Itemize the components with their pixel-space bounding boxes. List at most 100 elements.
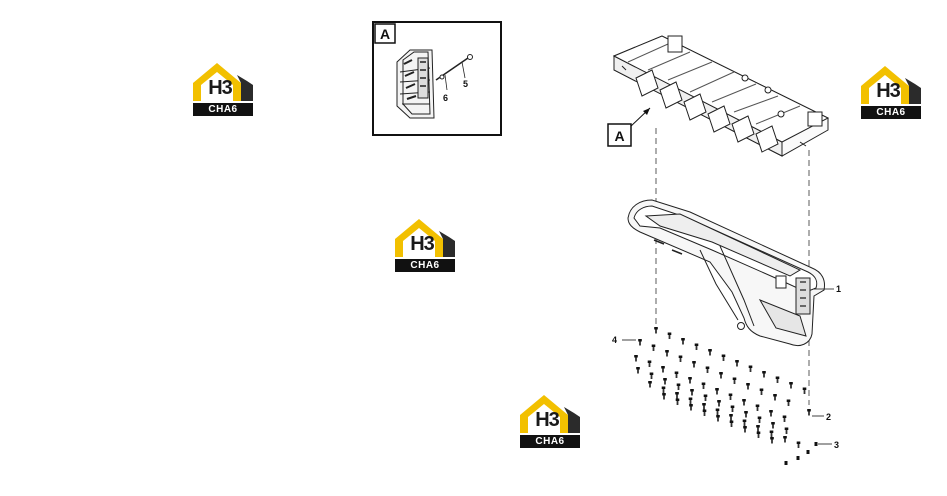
pan-bolt xyxy=(662,393,666,400)
callout-4: 4 xyxy=(612,335,617,345)
pan-bolt xyxy=(703,394,708,401)
pan-bolt xyxy=(715,408,720,415)
view-label: A xyxy=(614,128,624,144)
pan-bolt xyxy=(771,422,775,429)
pan-bolt xyxy=(729,420,734,427)
pan-bolt xyxy=(742,419,747,426)
logo-top-text: H3 xyxy=(208,77,233,99)
pan-bolt xyxy=(744,411,748,418)
logo-house-icon xyxy=(193,63,253,116)
pan-bolt xyxy=(802,387,807,394)
pan-bolts xyxy=(634,327,811,448)
pan-bolt xyxy=(783,436,787,443)
pan-bolt xyxy=(701,382,706,389)
pan-bolt xyxy=(756,431,761,438)
pan-bolt xyxy=(648,381,652,388)
pan-bolt xyxy=(782,415,787,422)
pan-bolt xyxy=(742,399,746,406)
pan-bolt xyxy=(661,386,666,393)
drain-plug xyxy=(784,461,788,465)
pan-bolt xyxy=(651,344,656,351)
pan-bolt xyxy=(721,354,726,361)
pan-bolt xyxy=(796,441,801,448)
detail-view-a: A 5 6 xyxy=(372,21,502,136)
logo-top-text: H3 xyxy=(535,409,560,431)
pan-bolt xyxy=(732,377,737,384)
bearing-ladder-frame xyxy=(612,35,830,157)
logo-bottom-text: CHA6 xyxy=(535,436,565,447)
callout-5: 5 xyxy=(463,79,468,89)
logo-bottom-text: CHA6 xyxy=(208,104,238,115)
pan-bolt xyxy=(678,355,683,362)
pan-bolt xyxy=(649,372,654,379)
callout-2: 2 xyxy=(826,412,831,422)
pan-bolt xyxy=(654,327,658,334)
pan-bolt xyxy=(769,430,774,437)
pan-bolt xyxy=(786,399,791,406)
drain-plug xyxy=(814,442,818,446)
pan-bolt xyxy=(715,388,719,395)
pan-bolt xyxy=(690,389,694,396)
pan-bolt xyxy=(755,404,760,411)
pan-bolt xyxy=(730,405,735,412)
pan-bolt xyxy=(663,378,667,385)
pan-bolt xyxy=(708,349,712,356)
callout-leaders xyxy=(622,288,834,445)
pan-bolt xyxy=(694,343,699,350)
pan-bolt xyxy=(681,338,685,345)
pan-bolt xyxy=(638,339,642,346)
pan-bolt xyxy=(729,414,733,421)
pan-bolt xyxy=(775,376,780,383)
pan-bolt xyxy=(762,371,766,378)
pan-bolt xyxy=(743,426,747,433)
pan-bolt xyxy=(688,397,693,404)
logo-top-text: H3 xyxy=(410,233,435,255)
pan-bolt xyxy=(634,355,638,362)
pan-bolt xyxy=(746,383,750,390)
pan-bolt xyxy=(769,410,773,417)
logo-house-icon xyxy=(520,395,580,448)
pan-bolt xyxy=(759,388,764,395)
callout-6: 6 xyxy=(443,93,448,103)
pan-bolt xyxy=(688,377,692,384)
pan-bolt xyxy=(756,425,760,432)
detail-label-box xyxy=(374,23,396,44)
pan-bolt xyxy=(702,403,706,410)
logo-house-icon xyxy=(395,219,455,272)
pan-bolt xyxy=(636,367,640,374)
logo-house-icon xyxy=(861,66,921,119)
oil-pan xyxy=(627,199,825,347)
pan-bolt xyxy=(735,360,739,367)
pan-bolt xyxy=(674,371,679,378)
pan-bolt xyxy=(676,383,681,390)
pan-bolt xyxy=(748,365,753,372)
logo-bottom-text: CHA6 xyxy=(410,260,440,271)
drain-plugs xyxy=(784,442,818,465)
callout-3: 3 xyxy=(834,440,839,450)
pan-bolt xyxy=(716,415,720,422)
view-marker-a: A xyxy=(607,107,651,147)
detail-bolt xyxy=(435,54,473,91)
pan-bolt xyxy=(717,400,721,407)
pan-bolt xyxy=(702,409,707,416)
detail-part-drawing xyxy=(396,49,435,119)
pan-bolt xyxy=(665,350,669,357)
pan-bolt xyxy=(661,366,665,373)
pan-bolt xyxy=(647,360,652,367)
callout-1: 1 xyxy=(836,284,841,294)
pan-bolt xyxy=(728,393,733,400)
pan-bolt xyxy=(757,416,762,423)
pan-bolt xyxy=(773,394,777,401)
pan-bolt xyxy=(675,392,679,399)
pan-bolt xyxy=(719,372,723,379)
pan-bolt xyxy=(689,404,693,411)
pan-bolt xyxy=(807,409,811,416)
pan-bolt xyxy=(784,427,789,434)
pan-bolt xyxy=(675,398,680,405)
drain-plug xyxy=(806,450,810,454)
